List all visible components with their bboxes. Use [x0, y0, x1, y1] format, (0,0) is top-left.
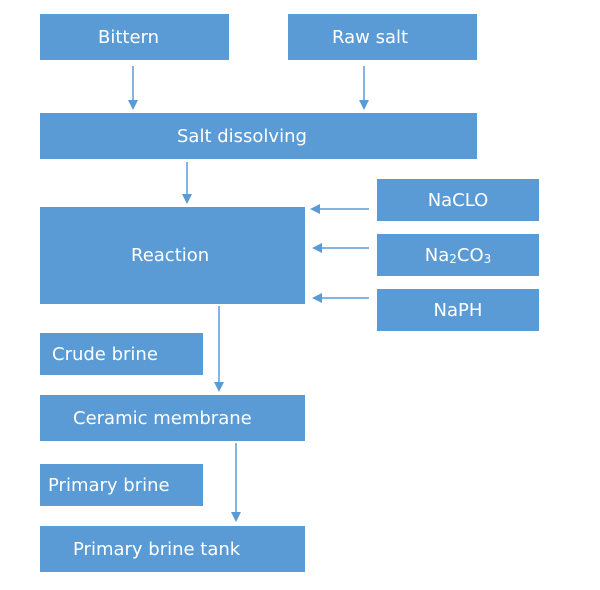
node-naph-label: NaPH [433, 299, 483, 321]
node-na2co3: Na2CO3 [377, 234, 539, 276]
node-salt-dissolving-label: Salt dissolving [177, 125, 307, 147]
node-reaction-label: Reaction [131, 245, 210, 266]
na2co3-part-na: Na [424, 244, 450, 266]
node-ceramic-membrane-label: Ceramic membrane [73, 407, 252, 429]
node-ceramic-membrane: Ceramic membrane [40, 395, 305, 441]
node-naph: NaPH [377, 289, 539, 331]
node-raw-salt-label: Raw salt [332, 26, 409, 48]
na2co3-part-co: CO [456, 244, 484, 266]
node-crude-brine: Crude brine [40, 333, 203, 375]
node-reaction: Reaction [40, 207, 305, 304]
na2co3-sub-3: 3 [483, 251, 492, 266]
node-primary-brine-tank-label: Primary brine tank [73, 538, 241, 560]
node-raw-salt: Raw salt [288, 14, 477, 60]
node-primary-brine-label: Primary brine [48, 474, 170, 496]
node-bittern: Bittern [40, 14, 229, 60]
node-na2co3-label: Na2CO3 [425, 245, 492, 266]
node-naclo-label: NaCLO [427, 189, 489, 211]
node-naclo: NaCLO [377, 179, 539, 221]
node-primary-brine-tank: Primary brine tank [40, 526, 305, 572]
na2co3-sub-2: 2 [449, 251, 457, 266]
node-crude-brine-label: Crude brine [52, 343, 158, 365]
node-bittern-label: Bittern [98, 26, 160, 48]
node-salt-dissolving: Salt dissolving [40, 113, 477, 159]
node-primary-brine: Primary brine [40, 464, 203, 506]
